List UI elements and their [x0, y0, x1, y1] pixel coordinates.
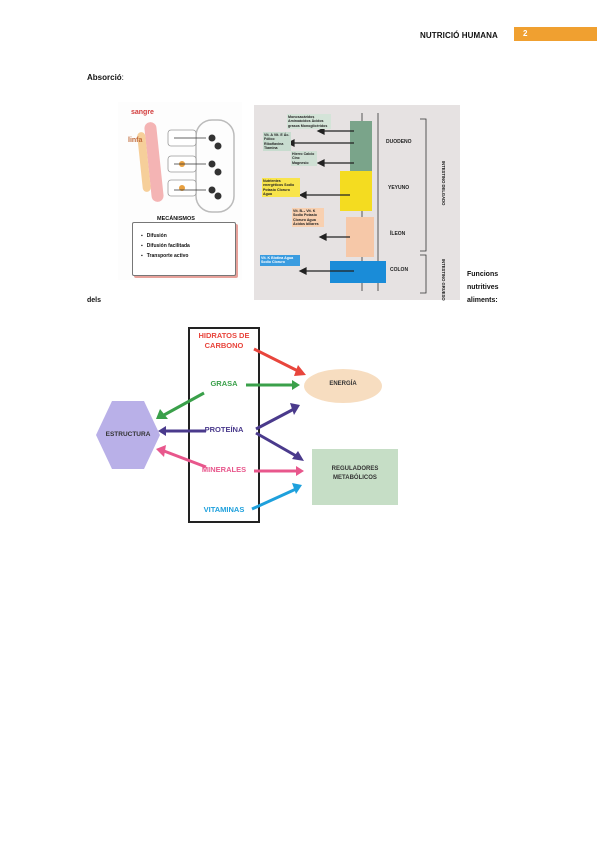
nutrient-vitaminas: VITAMINAS [203, 505, 245, 514]
absorption-mechanisms-image: sangre linfa Difusión Difusión facilitad… [118, 102, 242, 280]
villus-illustration [137, 119, 235, 213]
energia-label: ENERGÍA [329, 381, 357, 387]
reguladores-node: REGULADORES METABÓLICOS [312, 449, 398, 505]
mechanism-item: Transporte activo [141, 251, 190, 261]
absorcio-title: Absorció [87, 73, 122, 82]
nutrients-frame [188, 327, 260, 523]
nutrient-minerales: MINERALES [201, 465, 247, 474]
nutrient-grasa: GRASA [210, 379, 238, 388]
segment-ileon: ÍLEON [390, 231, 406, 237]
mechanisms-box: Difusión Difusión facilitada Transporte … [132, 222, 236, 276]
sangre-label: sangre [131, 109, 154, 116]
header-title: NUTRICIÓ HUMANA [420, 31, 498, 40]
mechanism-item: Difusión [141, 231, 190, 241]
nutrient-hidratos: HIDRATOS DE CARBONO [198, 331, 250, 350]
side-label-grueso: INTESTINO GRUESO [441, 259, 446, 301]
nutritive-functions-diagram: ESTRUCTURA ENERGÍA REGULADORES METABÓLIC… [86, 319, 398, 529]
energia-node: ENERGÍA [304, 369, 382, 403]
linfa-label: linfa [128, 137, 143, 144]
section-title-absorcio: Absorció: [87, 73, 124, 82]
segment-colon: COLON [390, 267, 409, 273]
reguladores-label: REGULADORES METABÓLICOS [331, 466, 379, 481]
colon-box: Vit. K Biotina Agua Sodio Cloruro [260, 255, 300, 266]
duodeno-vitamins-box: Vit. A Vit. E Ác. Fólico Riboflavina Tia… [263, 132, 291, 152]
duodeno-nutrients-box: Monosacáridos Aminoácidos Ácidos grasos … [287, 114, 331, 129]
side-label-delgado: INTESTINO DELGADO [441, 161, 446, 206]
estructura-node: ESTRUCTURA [96, 399, 160, 471]
segment-duodeno: DUODENO [386, 139, 412, 145]
intestine-diagram [286, 113, 427, 294]
dels-word: dels [87, 297, 102, 304]
estructura-label: ESTRUCTURA [105, 431, 151, 438]
function-arrows [156, 347, 306, 511]
nutritives-word: nutritives [467, 284, 499, 291]
mechanisms-list: Difusión Difusión facilitada Transporte … [141, 231, 190, 261]
nutrient-proteina: PROTEÍNA [204, 425, 244, 434]
absorcio-colon: : [121, 73, 124, 82]
duodeno-minerals-box: Hierro Calcio Cinc Magnesio [291, 151, 317, 166]
page-number-badge: 2 [514, 27, 597, 41]
aliments-word: aliments: [467, 297, 498, 304]
mechanism-item: Difusión facilitada [141, 241, 190, 251]
funcions-word: Funcions [467, 271, 499, 278]
ileon-box: Vit. B₁₂ Vit. K Sodio Potasio Cloruro Ag… [292, 208, 324, 228]
yeyuno-box: Nutrientes energéticos Sodio Potasio Clo… [262, 178, 300, 198]
intestine-absorption-image: Monosacáridos Aminoácidos Ácidos grasos … [254, 105, 460, 301]
mechanisms-title: MECÁNISMOS [154, 216, 198, 222]
page-number: 2 [523, 29, 528, 38]
segment-yeyuno: YEYUNO [388, 185, 410, 191]
